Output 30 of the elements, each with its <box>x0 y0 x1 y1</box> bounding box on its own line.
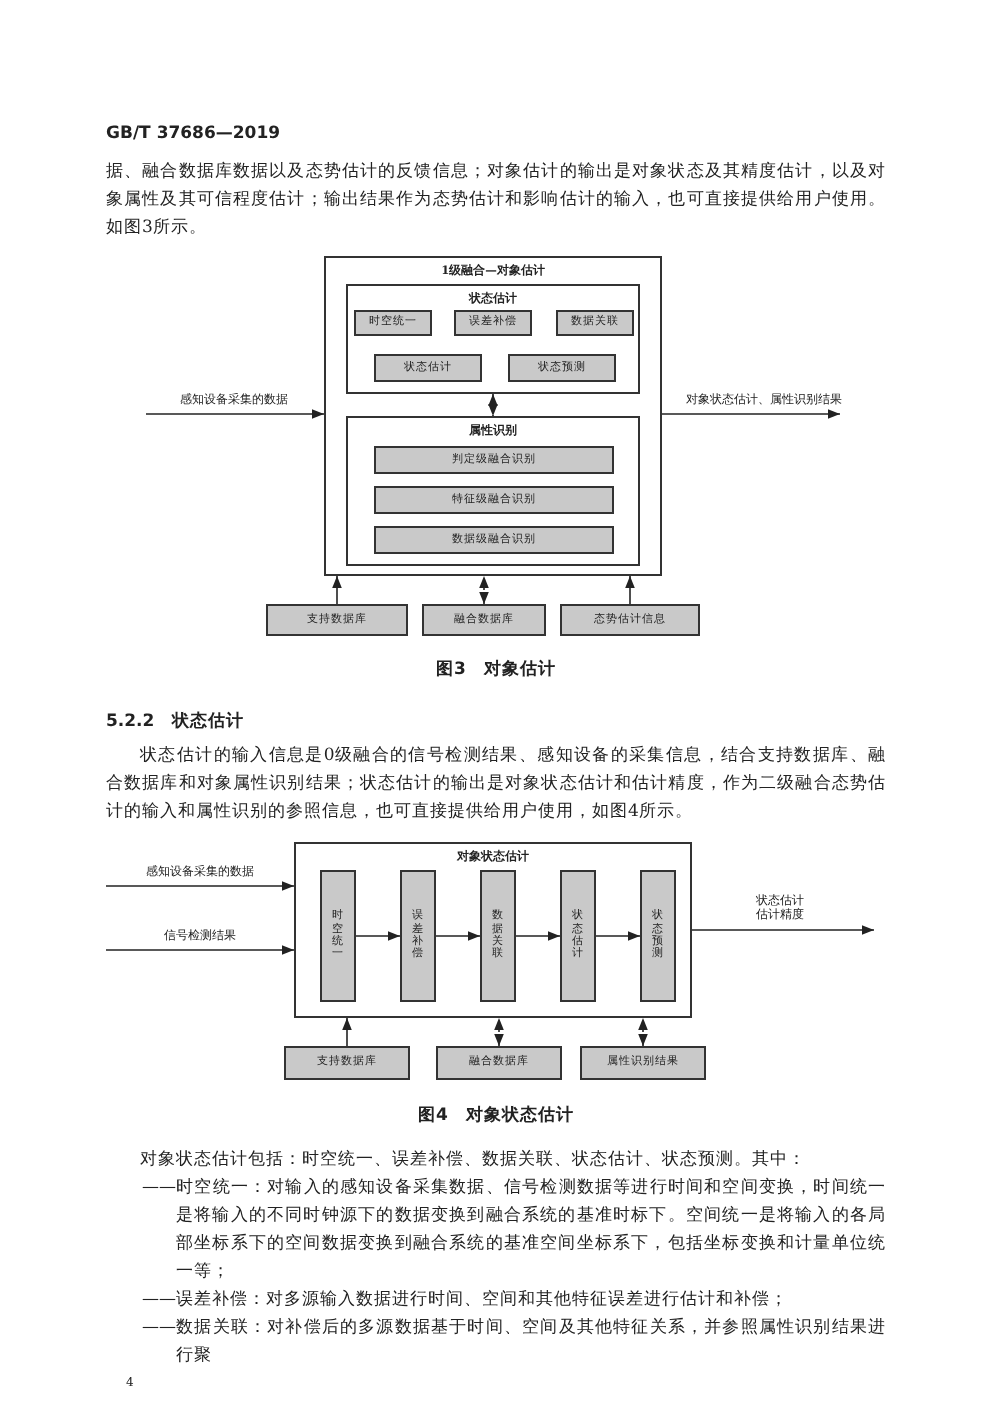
arrow <box>494 1017 504 1047</box>
paragraph: 据、融合数据库数据以及态势估计的反馈信息；对象估计的输出是对象状态及其精度估计，以及对象属性及其可信程度估计；输出结果作为态势估计和影响估计的输入，也可直接提供给用户使用。如图3所示。 <box>106 159 886 242</box>
list-item: ——数据关联：对补偿后的多源数据基于时间、空间及其他特征关系，并参照属性识别结果进行聚 <box>142 1315 886 1370</box>
arrow <box>355 931 401 941</box>
header-text: GB/T 37686—2019 <box>106 122 283 148</box>
arrow <box>488 393 498 417</box>
paragraph: 状态估计的输入信息是0级融合的信号检测结果、感知设备的采集信息，结合支持数据库、融合数据库和对象属性识别结果；状态估计的输出是对象状态估计和估计精度，作为二级融合态势估计的输入和属性识别的参照信息，也可直接提供给用户使用，如图4所示。 <box>106 743 886 826</box>
section-heading: 5.2.2 状态估计 <box>106 709 247 736</box>
arrow <box>342 1017 352 1047</box>
arrow <box>595 931 641 941</box>
figure-caption: 图4 对象状态估计 <box>416 1103 576 1130</box>
arrow <box>435 931 481 941</box>
arrow <box>332 575 342 605</box>
arrow <box>661 409 841 419</box>
arrow <box>479 575 489 605</box>
list-item: ——时空统一：对输入的感知设备采集数据、信号检测数据等进行时间和空间变换，时间统一是将输入的不同时钟源下的数据变换到融合系统的基准时标下。空间统一是将输入的各局部坐标系下的空间数据变换到融合系统的基准空间坐标系下，包括坐标变换和计量单位统一等； <box>142 1176 886 1286</box>
arrow <box>625 575 635 605</box>
arrow <box>145 409 325 419</box>
group-box <box>346 284 640 394</box>
arrow <box>691 925 875 935</box>
module-box <box>324 256 662 576</box>
arrow <box>105 945 295 955</box>
arrow <box>105 881 295 891</box>
figure-caption: 图3 对象估计 <box>434 657 558 684</box>
list-item: ——误差补偿：对多源输入数据进行时间、空间和其他特征误差进行估计和补偿； <box>142 1288 790 1314</box>
arrow <box>515 931 561 941</box>
paragraph: 对象状态估计包括：时空统一、误差补偿、数据关联、状态估计、状态预测。其中： <box>138 1148 808 1174</box>
group-box <box>346 416 640 566</box>
module-box <box>294 842 692 1018</box>
arrow <box>638 1017 648 1047</box>
